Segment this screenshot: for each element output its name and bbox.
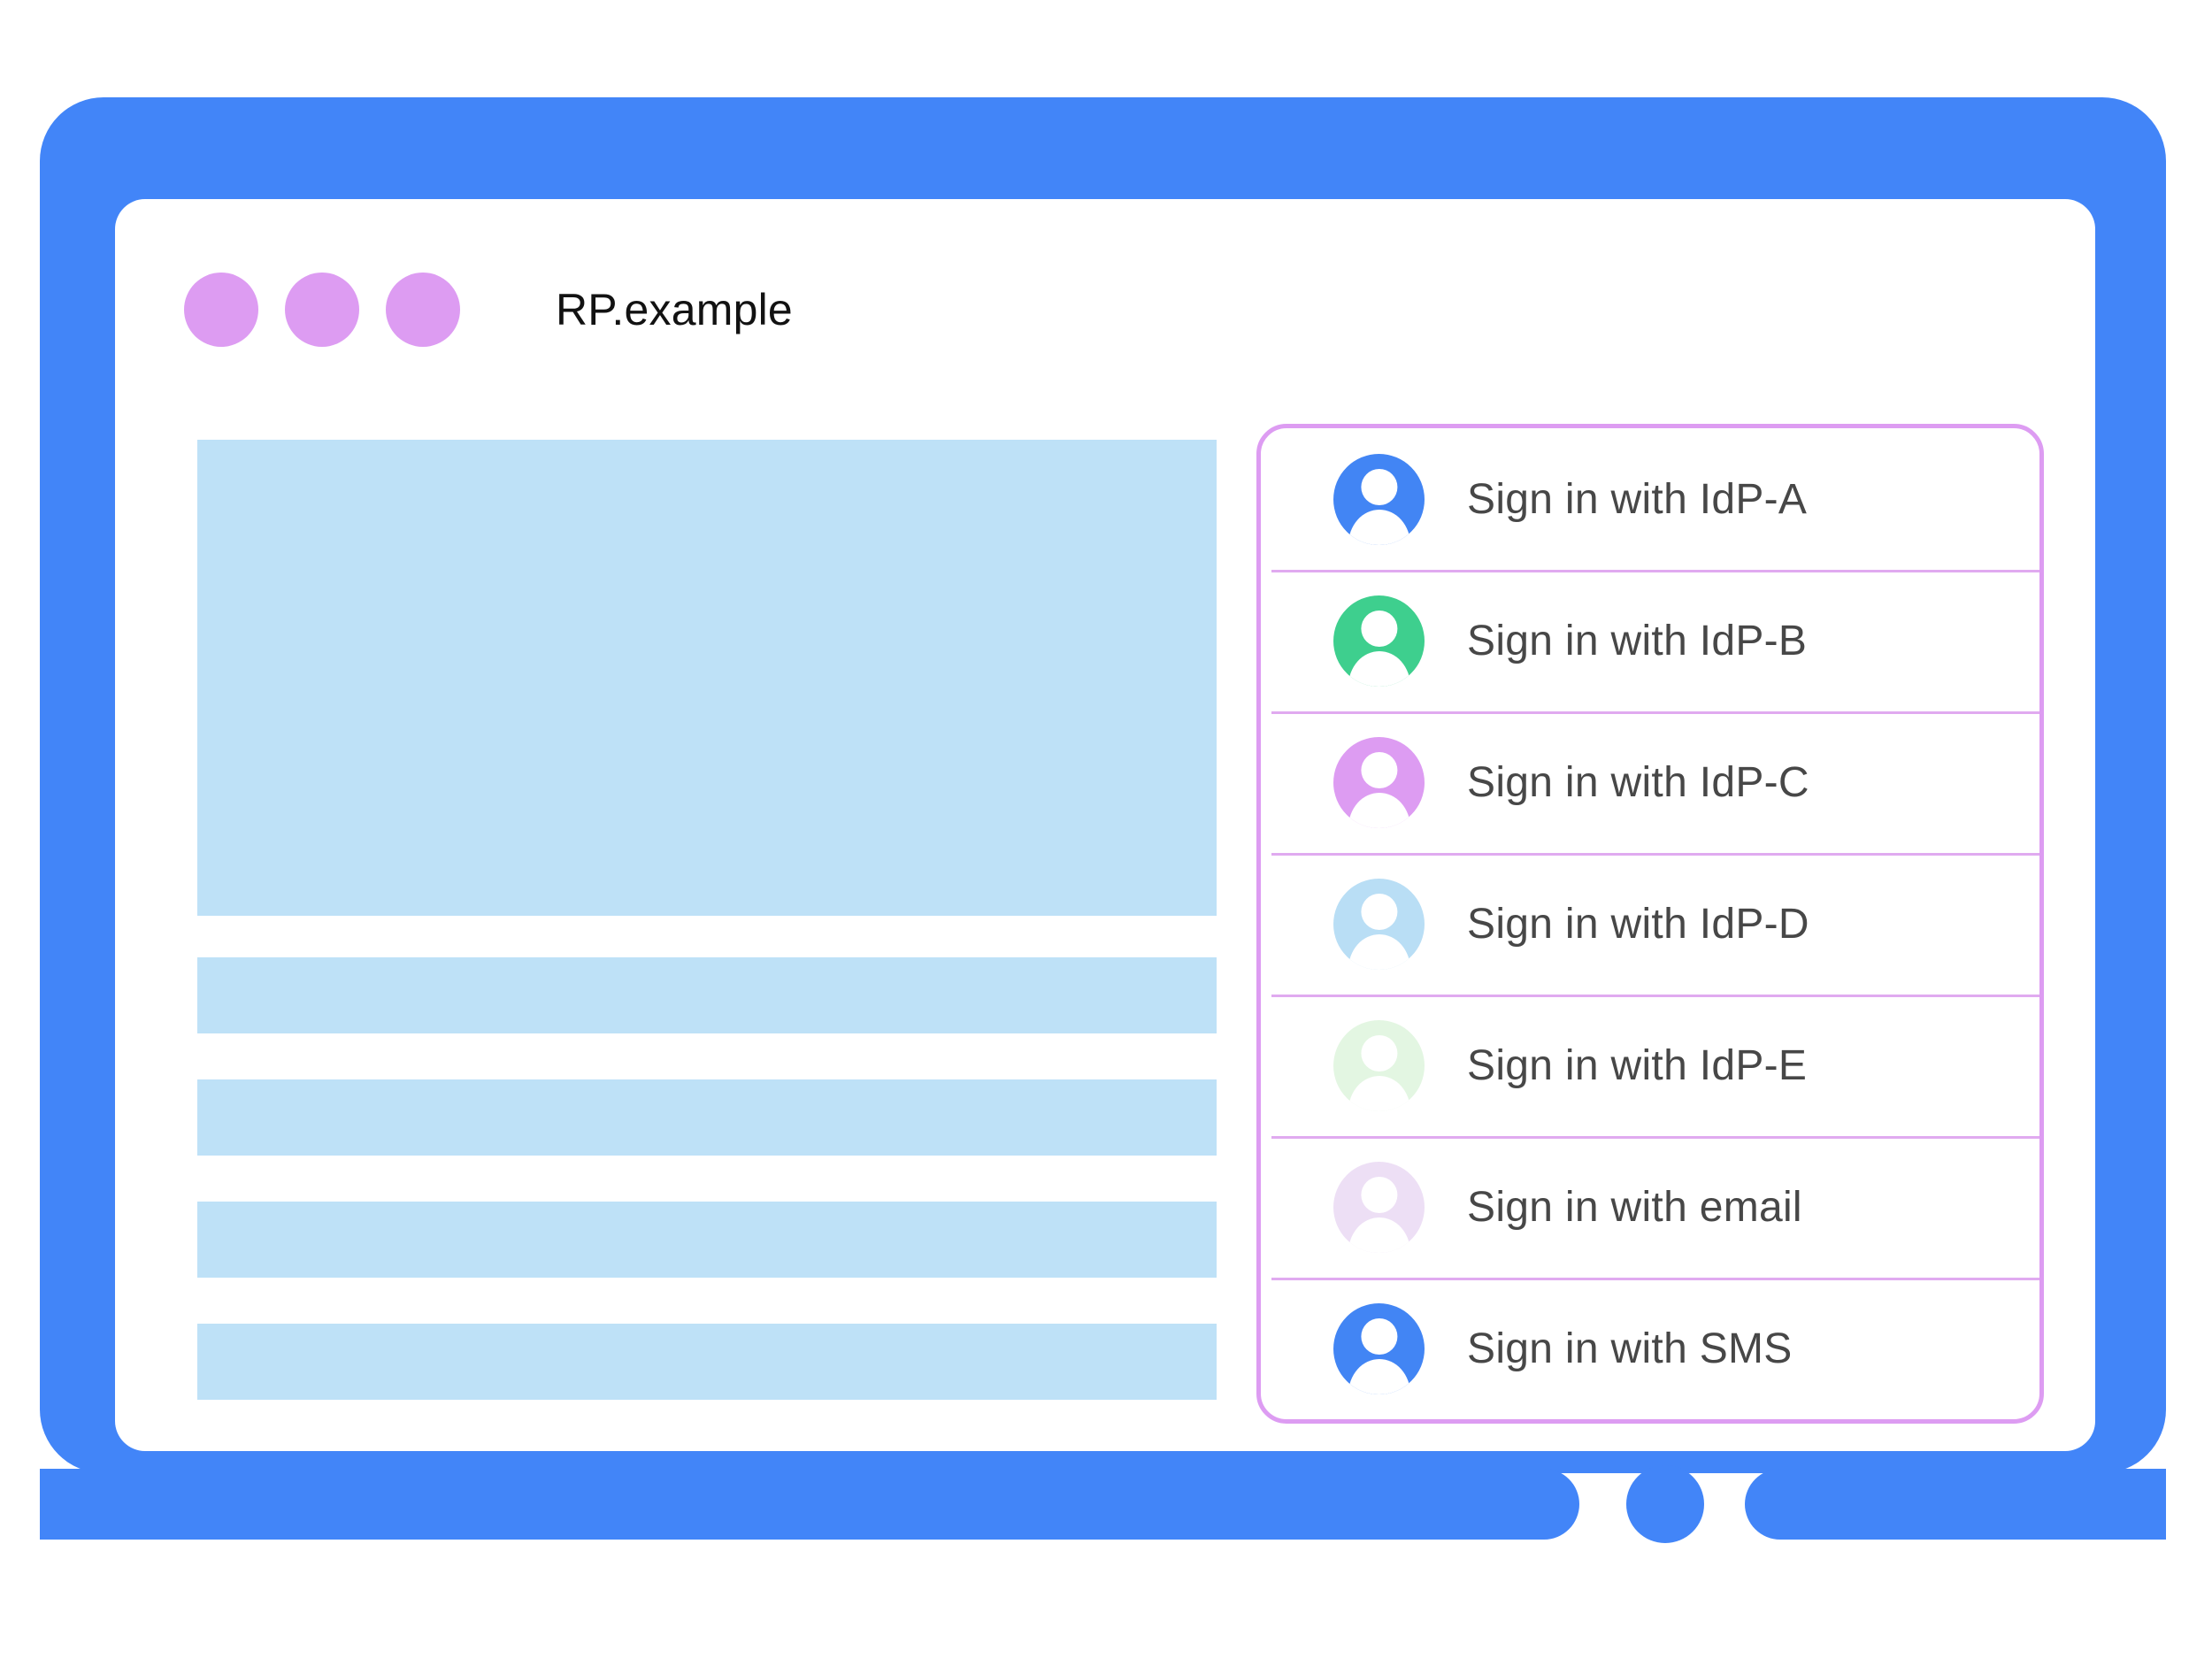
account-avatar-icon [1333, 1161, 1425, 1253]
account-row[interactable]: Sign in with IdP-B [1261, 570, 2039, 711]
device-stand-bar-left [40, 1469, 1579, 1540]
title-dot-2-icon [285, 273, 359, 347]
account-avatar-icon [1333, 1019, 1425, 1111]
placeholder-hero-block [197, 440, 1217, 916]
placeholder-text-line [197, 1202, 1217, 1278]
account-row[interactable]: Sign in with email [1261, 1136, 2039, 1278]
device-stand-bar-right [1745, 1469, 2166, 1540]
title-dot-1-icon [184, 273, 258, 347]
content-placeholders [197, 440, 1217, 1446]
placeholder-text-line [197, 957, 1217, 1033]
account-avatar-icon [1333, 736, 1425, 828]
account-label: Sign in with IdP-E [1467, 1041, 1808, 1089]
account-row[interactable]: Sign in with IdP-A [1261, 428, 2039, 570]
title-dot-3-icon [386, 273, 460, 347]
account-row[interactable]: Sign in with IdP-C [1261, 711, 2039, 853]
account-label: Sign in with IdP-A [1467, 475, 1808, 523]
account-label: Sign in with IdP-D [1467, 900, 1809, 948]
account-chooser-dialog: Sign in with IdP-A Sign in with IdP-B Sign… [1256, 424, 2044, 1424]
account-avatar-icon [1333, 1302, 1425, 1394]
placeholder-text-line [197, 1324, 1217, 1400]
account-label: Sign in with SMS [1467, 1325, 1793, 1372]
account-label: Sign in with IdP-B [1467, 617, 1808, 664]
account-label: Sign in with IdP-C [1467, 758, 1809, 806]
account-avatar-icon [1333, 878, 1425, 970]
browser-title-bar: RP.example [184, 269, 793, 350]
account-avatar-icon [1333, 453, 1425, 545]
account-row[interactable]: Sign in with SMS [1261, 1278, 2039, 1419]
account-label: Sign in with email [1467, 1183, 1802, 1231]
account-row[interactable]: Sign in with IdP-E [1261, 995, 2039, 1136]
home-button[interactable] [1626, 1465, 1704, 1543]
placeholder-text-line [197, 1079, 1217, 1156]
account-avatar-icon [1333, 595, 1425, 687]
page-title: RP.example [556, 285, 793, 334]
account-row[interactable]: Sign in with IdP-D [1261, 853, 2039, 995]
